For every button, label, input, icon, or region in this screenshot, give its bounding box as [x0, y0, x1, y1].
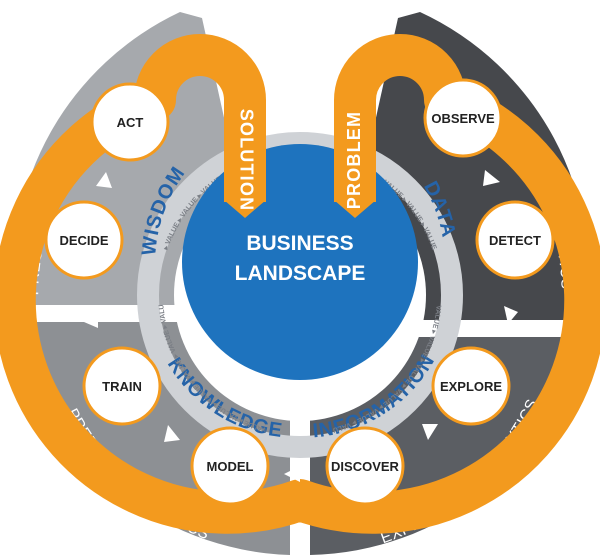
- center-title-line2: LANDSCAPE: [235, 262, 366, 285]
- decide-label: DECIDE: [59, 233, 108, 248]
- solution-arm: [224, 100, 266, 202]
- loop-arrow-train-decide: [84, 312, 98, 328]
- node-model: MODEL: [190, 426, 270, 506]
- process-nodes: OBSERVE DETECT EXPLORE DISCOVER MODEL TR…: [44, 78, 555, 506]
- explore-label: EXPLORE: [440, 379, 502, 394]
- node-observe: OBSERVE: [423, 78, 503, 158]
- detect-label: DETECT: [489, 233, 541, 248]
- node-train: TRAIN: [82, 346, 162, 426]
- solution-label: SOLUTION: [236, 109, 256, 212]
- problem-arm-point: [334, 200, 376, 218]
- loop-arrow-decide-act: [96, 172, 112, 188]
- loop-arrow-model-train: [164, 425, 180, 442]
- loop-arrow-detect-explore: [504, 306, 518, 324]
- problem-label: PROBLEM: [344, 111, 364, 209]
- loop-arrow-discover-model: [284, 466, 300, 482]
- node-explore: EXPLORE: [431, 346, 511, 426]
- model-label: MODEL: [207, 459, 254, 474]
- center-title-line1: BUSINESS: [246, 232, 353, 255]
- solution-arm-point: [224, 200, 266, 218]
- node-act: ACT: [90, 82, 170, 162]
- node-discover: DISCOVER: [325, 426, 405, 506]
- business-landscape-hub: PROBLEM SOLUTION BUSINESS LANDSCAPE: [182, 100, 418, 380]
- observe-label: OBSERVE: [431, 111, 495, 126]
- node-decide: DECIDE: [44, 200, 124, 280]
- train-label: TRAIN: [102, 379, 142, 394]
- loop-arrow-explore-discover: [422, 424, 438, 440]
- node-detect: DETECT: [475, 200, 555, 280]
- act-label: ACT: [117, 115, 144, 130]
- knowledge-ring-band: [137, 132, 463, 458]
- discover-label: DISCOVER: [331, 459, 400, 474]
- loop-arrow-observe-detect: [483, 170, 500, 186]
- problem-arm: [334, 100, 376, 202]
